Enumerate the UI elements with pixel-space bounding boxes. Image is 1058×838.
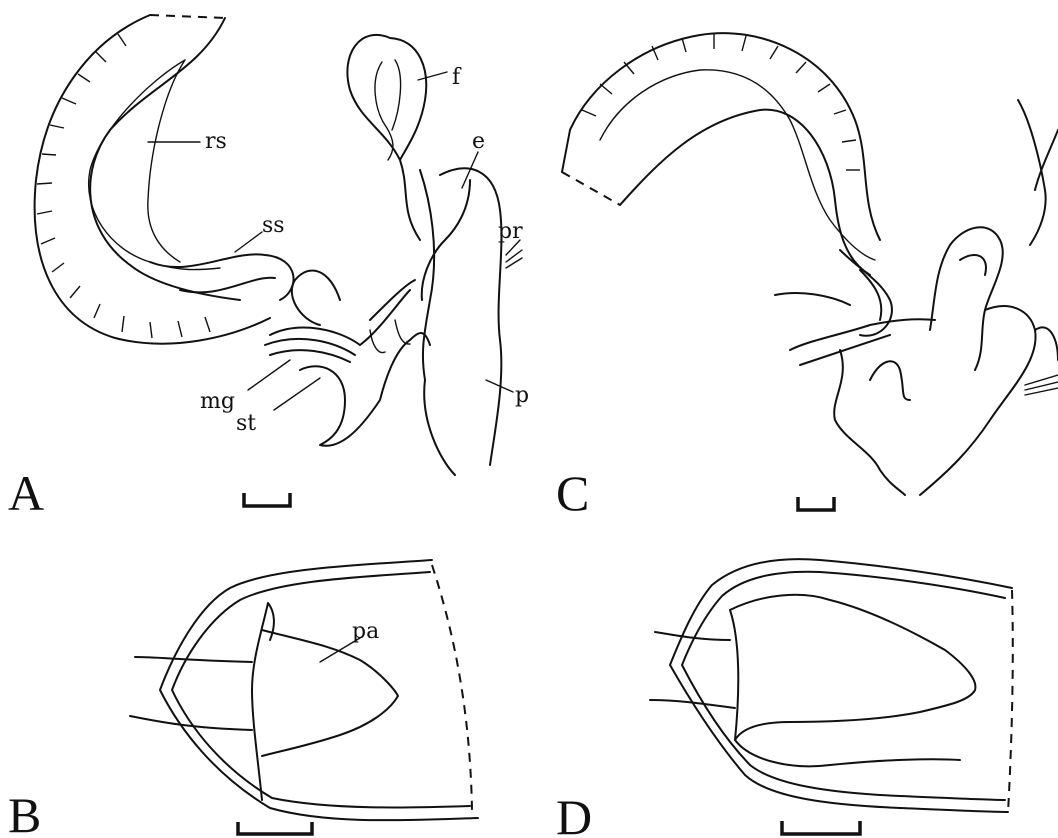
label-st: st bbox=[236, 411, 256, 436]
panel-b-papilla bbox=[262, 630, 398, 756]
panel-b-drawing bbox=[130, 560, 478, 820]
panel-b-duct-upper bbox=[135, 657, 252, 662]
panel-a-dart-sac bbox=[292, 270, 340, 325]
panel-a-epiphallus bbox=[420, 168, 501, 465]
panel-a-stylophore bbox=[300, 333, 430, 446]
panel-label-a: A bbox=[8, 465, 44, 521]
panel-c-scale-bar bbox=[798, 497, 834, 510]
panel-a-stalk bbox=[150, 254, 294, 300]
panel-d-papilla-lower bbox=[735, 740, 960, 766]
panel-a-mucus-glands bbox=[265, 280, 415, 362]
panel-c-receptaculum-outer-left bbox=[562, 130, 570, 172]
label-ss: ss bbox=[262, 213, 285, 238]
panel-a-penis bbox=[422, 180, 470, 475]
panel-a-receptaculum-cut bbox=[150, 15, 225, 18]
panel-label-b: B bbox=[8, 787, 41, 838]
label-f: f bbox=[452, 65, 462, 90]
panel-d-body-wall-inner bbox=[682, 572, 1005, 800]
panel-d-cut-edge bbox=[1008, 590, 1013, 812]
panel-c-receptaculum-outer bbox=[570, 33, 880, 240]
panel-a-receptaculum-outer bbox=[35, 15, 270, 344]
label-e: e bbox=[472, 129, 485, 154]
panel-a-receptaculum-inner bbox=[90, 18, 240, 300]
panel-c-glands bbox=[775, 293, 935, 365]
panel-label-d: D bbox=[556, 789, 592, 838]
panel-b-body-wall-outer bbox=[160, 560, 478, 820]
label-pa: pa bbox=[352, 619, 379, 644]
panel-c-flagellum bbox=[1018, 100, 1058, 245]
label-mg: mg bbox=[200, 389, 235, 414]
label-pr: pr bbox=[498, 219, 523, 244]
panel-c-stylophore bbox=[834, 350, 910, 495]
panel-a-labels: rs ss f e pr p mg st bbox=[148, 65, 529, 436]
panel-b-body-wall-inner bbox=[172, 572, 470, 808]
panel-a-retractor bbox=[506, 240, 522, 268]
panel-a-flagellum-inner bbox=[375, 60, 401, 160]
panel-b-scale-bar bbox=[238, 822, 312, 834]
label-rs: rs bbox=[205, 129, 227, 154]
panel-c-lumen bbox=[600, 70, 875, 260]
panel-c-retractor bbox=[1025, 375, 1058, 395]
panel-c-receptaculum-inner bbox=[620, 110, 870, 275]
panel-a-scale-bar bbox=[244, 493, 290, 506]
panel-d-papilla bbox=[730, 595, 975, 740]
panel-label-c: C bbox=[556, 465, 589, 521]
panel-c-epiphallus bbox=[930, 227, 1003, 370]
panel-c-receptaculum-cut bbox=[562, 172, 620, 205]
panel-b-cut-edge bbox=[432, 565, 472, 810]
label-p: p bbox=[515, 383, 529, 408]
panel-a-stylophore-inner bbox=[370, 320, 410, 353]
panel-c-penis bbox=[920, 306, 1058, 495]
panel-d-drawing bbox=[650, 559, 1013, 812]
panel-a-flagellum bbox=[347, 35, 426, 240]
panel-c-drawing bbox=[562, 33, 1058, 495]
panel-a-drawing bbox=[35, 15, 522, 475]
panel-d-duct-upper bbox=[655, 632, 730, 640]
panel-d-scale-bar bbox=[782, 821, 860, 834]
panel-a-band-ticks bbox=[37, 34, 210, 338]
panel-c-band-ticks bbox=[582, 34, 860, 170]
